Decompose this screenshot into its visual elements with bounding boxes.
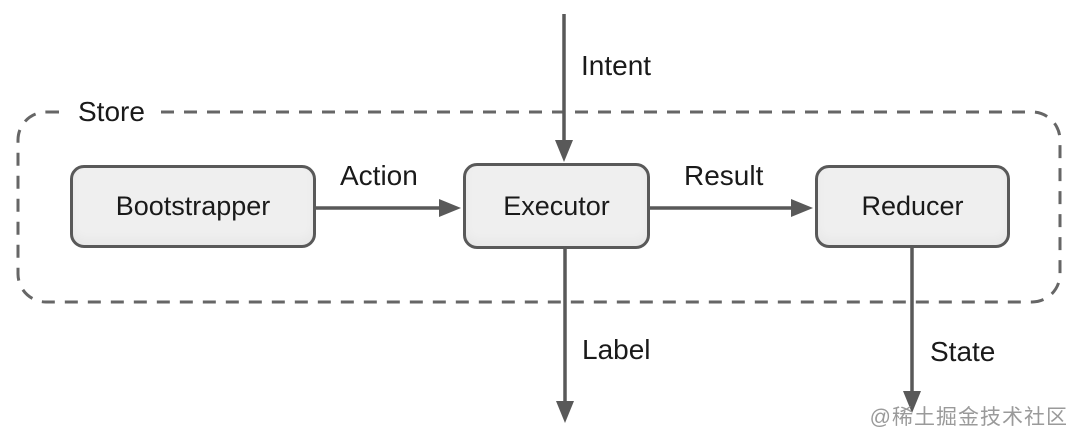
watermark-text: @稀土掘金技术社区	[869, 406, 1068, 429]
result-arrowhead	[791, 199, 813, 217]
node-bootstrapper-label: Bootstrapper	[115, 191, 271, 221]
store-container-label: Store	[62, 93, 161, 130]
edge-label-label: Label	[582, 334, 651, 365]
intent-arrowhead	[555, 140, 573, 162]
node-reducer-label: Reducer	[861, 191, 964, 221]
edge-label-state: State	[930, 336, 996, 367]
label-arrowhead	[556, 401, 574, 423]
edge-label-intent: Intent	[581, 50, 652, 81]
store-boundary	[16, 110, 1062, 304]
action-arrowhead	[439, 199, 461, 217]
edge-label-action: Action	[340, 160, 418, 191]
node-reducer: Reducer	[815, 165, 1010, 248]
node-executor: Executor	[463, 163, 650, 249]
state-arrowhead	[903, 391, 921, 413]
edge-label-result: Result	[684, 160, 764, 191]
node-bootstrapper: Bootstrapper	[70, 165, 316, 248]
node-executor-label: Executor	[503, 190, 610, 221]
